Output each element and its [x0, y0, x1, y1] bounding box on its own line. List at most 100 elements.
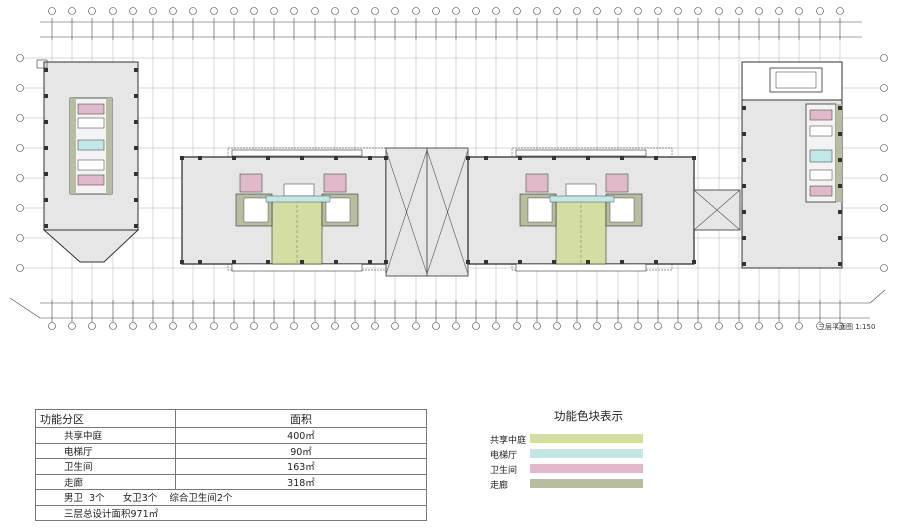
axis-bubble [270, 322, 278, 330]
axis-bubble [250, 322, 258, 330]
column [838, 132, 842, 136]
axis-bubble [715, 322, 723, 330]
axis-bubble [230, 322, 238, 330]
axis-bubble [129, 322, 137, 330]
axis-bubble [735, 322, 743, 330]
axis-bubble [109, 7, 117, 15]
axis-bubble [129, 7, 137, 15]
axis-bubble [290, 322, 298, 330]
column [620, 260, 624, 264]
axis-bubble [553, 7, 561, 15]
axis-bubble [816, 7, 824, 15]
axis-bubble [48, 7, 56, 15]
legend-item: 走廊 [490, 478, 650, 491]
axis-bubble [553, 322, 561, 330]
column [484, 260, 488, 264]
column [134, 224, 138, 228]
axis-bubble [472, 7, 480, 15]
column [742, 184, 746, 188]
row-zone: 卫生间 [35, 458, 176, 475]
axis-bubble [391, 322, 399, 330]
column [838, 236, 842, 240]
column [552, 260, 556, 264]
column [44, 172, 48, 176]
column [518, 156, 522, 160]
left-tower [36, 59, 140, 263]
axis-bubble [492, 7, 500, 15]
axis-bubble [412, 322, 420, 330]
column [620, 156, 624, 160]
header-zone: 功能分区 [35, 409, 176, 428]
axis-bubble [432, 322, 440, 330]
axis-bubble [311, 7, 319, 15]
table-row: 共享中庭 400㎡ [35, 427, 427, 444]
column [300, 260, 304, 264]
column [300, 156, 304, 160]
column [692, 260, 696, 264]
column [44, 198, 48, 202]
legend-item: 卫生间 [490, 463, 650, 476]
axis-bubble [654, 7, 662, 15]
row-area: 400㎡ [175, 427, 427, 444]
axis-bubble [492, 322, 500, 330]
column [552, 156, 556, 160]
axis-bubble [880, 54, 888, 62]
bottom-dimension-line [9, 289, 886, 319]
row-area: 318㎡ [175, 473, 427, 490]
axis-bubble [573, 322, 581, 330]
axis-bubble [634, 7, 642, 15]
axis-bubble [634, 322, 642, 330]
axis-bubble [715, 7, 723, 15]
axis-bubble [775, 322, 783, 330]
axis-bubble [189, 322, 197, 330]
axis-bubbles-top [48, 7, 844, 15]
axis-bubble [311, 322, 319, 330]
axis-bubble [755, 322, 763, 330]
column [838, 106, 842, 110]
column [134, 172, 138, 176]
axis-bubble [614, 7, 622, 15]
center-building-west [181, 147, 389, 272]
legend-label: 共享中庭 [490, 436, 527, 446]
axis-bubble [880, 144, 888, 152]
axis-bubble [149, 7, 157, 15]
column [466, 260, 470, 264]
table-row: 男卫 3个 女卫3个 综合卫生间2个 [35, 489, 427, 506]
column [134, 146, 138, 150]
axis-bubble [391, 7, 399, 15]
east-bridge [693, 189, 741, 231]
axis-bubbles-side [16, 54, 888, 272]
column [134, 94, 138, 98]
axis-bubble [68, 7, 76, 15]
column [838, 184, 842, 188]
column [44, 68, 48, 72]
axis-bubble [880, 234, 888, 242]
axis-bubble [880, 174, 888, 182]
table-row: 三层总设计面积971㎡ [35, 504, 427, 521]
column [384, 260, 388, 264]
axis-bubble [654, 322, 662, 330]
axis-bubble [290, 7, 298, 15]
legend-swatch [530, 464, 643, 473]
column [44, 120, 48, 124]
axis-bubble [836, 322, 844, 330]
axis-bubble [816, 322, 824, 330]
axis-bubble [795, 322, 803, 330]
table-row: 走廊 318㎡ [35, 473, 427, 490]
axis-bubble [331, 322, 339, 330]
axis-bubble [452, 7, 460, 15]
axis-bubble [880, 264, 888, 272]
column [384, 156, 388, 160]
legend-item: 电梯厅 [490, 448, 650, 461]
bottom-dimension-ticks [51, 300, 841, 322]
column [232, 156, 236, 160]
column [44, 146, 48, 150]
axis-bubble [189, 7, 197, 15]
column [838, 210, 842, 214]
floor-plan-drawing [9, 7, 888, 330]
axis-bubble [472, 322, 480, 330]
column [654, 156, 658, 160]
structural-columns [44, 68, 842, 266]
row-area: 90㎡ [175, 442, 427, 459]
top-dimension-ticks [51, 18, 841, 40]
